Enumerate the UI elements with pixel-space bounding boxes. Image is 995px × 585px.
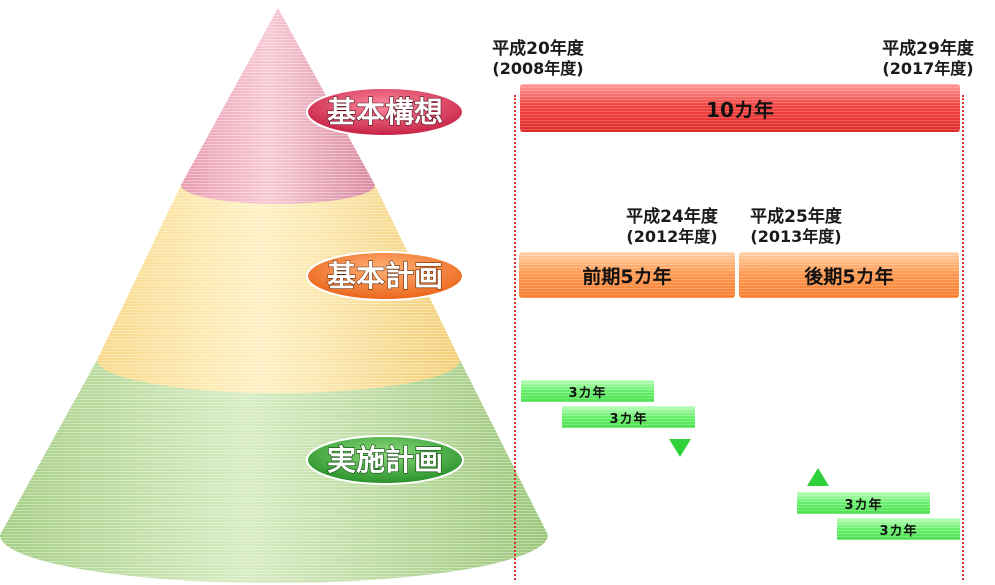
badge-implementation — [306, 435, 464, 485]
bar-plan-second-half: 後期5カ年 — [739, 252, 959, 298]
bar-plan-first-half: 前期5カ年 — [519, 252, 735, 298]
badge-label-vision: 基本構想 — [327, 95, 443, 129]
date-mid-second-era: 平成25年度 — [750, 207, 842, 227]
date-end-era: 平成29年度 — [882, 39, 974, 59]
date-mid-second: 平成25年度 (2013年度) — [736, 207, 856, 247]
guide-line-start — [514, 95, 516, 580]
cone-tier-yellow — [97, 185, 460, 394]
date-end-western: (2017年度) — [882, 59, 974, 78]
guide-line-end — [962, 95, 964, 580]
bar-implementation-1: 3カ年 — [521, 380, 654, 402]
badge-label-implementation: 実施計画 — [327, 443, 443, 477]
bar-vision-10-years: 10カ年 — [520, 84, 960, 132]
date-mid-first-western: (2012年度) — [626, 227, 718, 246]
badge-vision — [306, 87, 464, 137]
arrow-down-icon — [669, 439, 691, 457]
bar-implementation-2: 3カ年 — [562, 406, 695, 428]
date-mid-first: 平成24年度 (2012年度) — [612, 207, 732, 247]
bar-implementation-4: 3カ年 — [837, 518, 960, 540]
date-start-era: 平成20年度 — [492, 39, 584, 59]
cone-tier-pink — [181, 8, 375, 204]
cone-tier-green — [0, 360, 548, 583]
date-mid-second-western: (2013年度) — [750, 227, 842, 246]
badge-basic-plan — [306, 251, 464, 301]
date-start: 平成20年度 (2008年度) — [478, 39, 598, 79]
date-end: 平成29年度 (2017年度) — [868, 39, 988, 79]
arrow-up-icon — [807, 468, 829, 486]
badge-label-basic-plan: 基本計画 — [327, 259, 443, 293]
date-mid-first-era: 平成24年度 — [626, 207, 718, 227]
bar-implementation-3: 3カ年 — [797, 492, 930, 514]
date-start-western: (2008年度) — [492, 59, 584, 78]
